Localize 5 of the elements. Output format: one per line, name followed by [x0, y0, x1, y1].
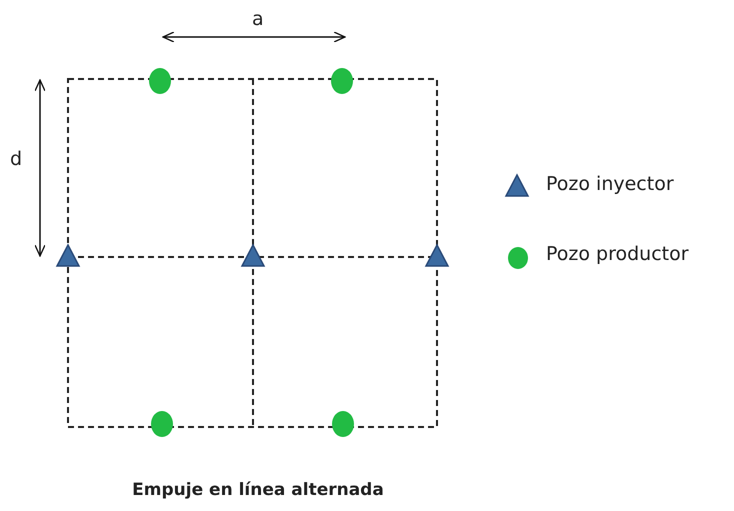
caption: Empuje en línea alternada — [131, 480, 385, 500]
dimension-label: a — [252, 8, 264, 30]
dimension-label: d — [10, 148, 22, 170]
legend-label: Pozo inyector — [546, 173, 674, 195]
legend-label: Pozo productor — [546, 243, 689, 265]
